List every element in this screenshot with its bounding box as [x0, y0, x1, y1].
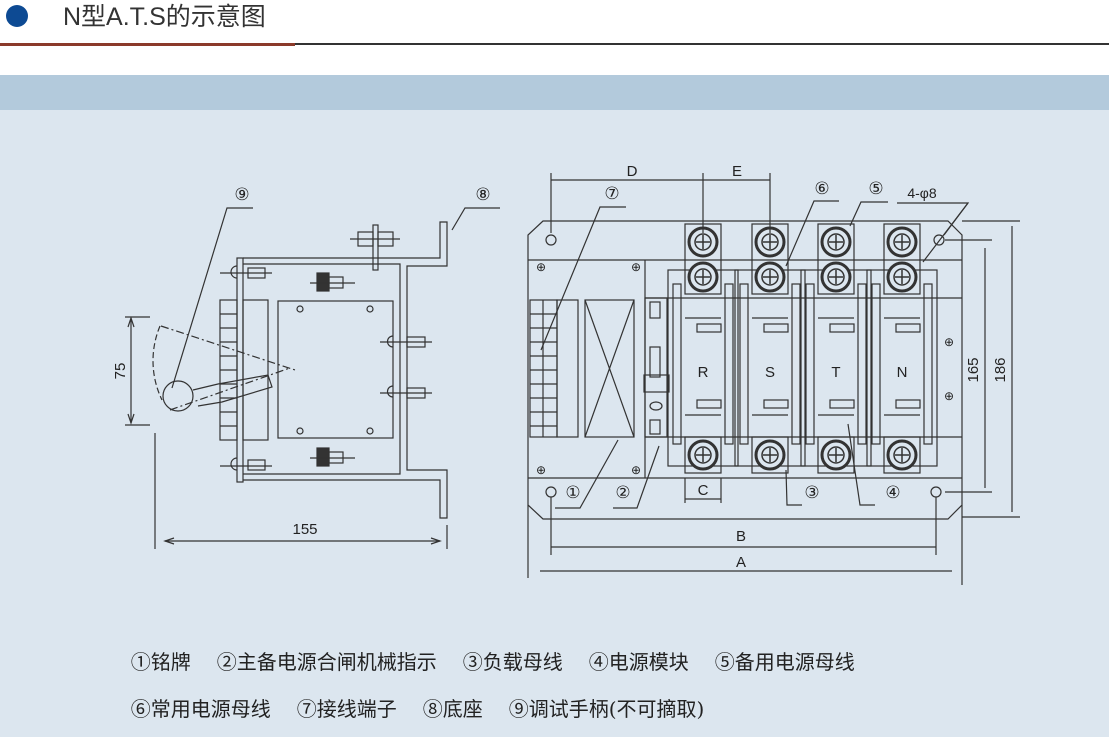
dim-e-label: E: [732, 163, 742, 180]
busbar-top: [883, 223, 921, 295]
screws: ⊕ ⊕ ⊕ ⊕ ⊕ ⊕: [536, 260, 954, 477]
legend-item: ①铭牌: [130, 650, 191, 674]
title-underline-accent: [0, 43, 295, 46]
mechanism-box: [277, 300, 394, 439]
legend-row-1: ①铭牌 ②主备电源合闸机械指示 ③负载母线 ④电源模块 ⑤备用电源母线: [118, 622, 881, 675]
dim-d-label: D: [627, 163, 638, 180]
svg-text:⊕: ⊕: [631, 463, 641, 477]
callout-9: ⑨: [234, 185, 249, 204]
legend-item: ⑥常用电源母线: [130, 697, 271, 721]
dim-165-label: 165: [965, 357, 982, 382]
dim-b-label: B: [736, 528, 746, 545]
front-plate: [236, 257, 244, 483]
busbar-bottom: [817, 436, 855, 474]
power-module-N: N: [866, 223, 938, 474]
phase-label: N: [897, 364, 908, 381]
callout-3: ③: [804, 483, 819, 502]
legend-item: ③负载母线: [462, 650, 563, 674]
dim-c-label: C: [698, 482, 709, 499]
power-module-S: S: [734, 223, 806, 474]
busbar-top: [817, 223, 855, 295]
callout-7: ⑦: [604, 184, 619, 203]
legend-item: ⑨调试手柄(不可摘取): [508, 697, 705, 721]
svg-text:⊕: ⊕: [536, 260, 546, 274]
dim-a-label: A: [736, 554, 746, 571]
callout-4: ④: [885, 483, 900, 502]
base-plate: [527, 220, 963, 520]
svg-text:⊕: ⊕: [944, 389, 954, 403]
busbar-bottom: [751, 436, 789, 474]
dim-186-label: 186: [992, 357, 1009, 382]
test-handle: [152, 325, 296, 412]
title-underline: [295, 43, 1109, 45]
legend-item: ④电源模块: [588, 650, 689, 674]
legend-item: ⑧底座: [422, 697, 483, 721]
header: N型A.T.S的示意图: [0, 0, 1109, 46]
mechanical-indicator: [644, 297, 668, 438]
leader-8: [451, 207, 500, 231]
power-module-R: R: [667, 223, 739, 474]
callout-5: ⑤: [868, 179, 883, 198]
phase-label: S: [765, 364, 775, 381]
grid-lines: [220, 313, 237, 427]
front-view: ⊕ ⊕ ⊕ ⊕ ⊕ ⊕ R S T N ⑦ ⑥ ⑤ ① ② ③ ④ 4-φ8 D: [527, 163, 1020, 585]
legend-item: ⑦接线端子: [296, 697, 397, 721]
svg-text:⊕: ⊕: [944, 335, 954, 349]
inner-frame: [243, 263, 401, 475]
legend-item: ②主备电源合闸机械指示: [216, 650, 437, 674]
svg-text:⊕: ⊕: [631, 260, 641, 274]
phase-label: R: [698, 364, 709, 381]
dim-155-label: 155: [292, 521, 317, 538]
callout-1: ①: [565, 483, 580, 502]
leader-9: [171, 207, 253, 389]
busbar-bottom: [684, 436, 722, 474]
svg-text:⊕: ⊕: [536, 463, 546, 477]
front-block: [242, 299, 269, 441]
legend-row-2: ⑥常用电源母线 ⑦接线端子 ⑧底座 ⑨调试手柄(不可摘取): [118, 669, 730, 722]
bullet-icon: [6, 5, 28, 27]
power-module-T: T: [800, 223, 872, 474]
busbar-bottom: [883, 436, 921, 474]
callout-2: ②: [615, 483, 630, 502]
callout-6: ⑥: [814, 179, 829, 198]
page-title: N型A.T.S的示意图: [63, 3, 266, 31]
dim-75-label: 75: [112, 363, 129, 380]
panel-band: [0, 75, 1109, 110]
base-bracket: [243, 221, 448, 519]
legend-item: ⑤备用电源母线: [714, 650, 855, 674]
hole-spec-label: 4-φ8: [907, 185, 937, 201]
callout-8: ⑧: [475, 185, 490, 204]
side-view: ⑨ ⑧ 75: [112, 185, 500, 549]
phase-label: T: [831, 364, 840, 381]
nameplate: [584, 299, 635, 438]
